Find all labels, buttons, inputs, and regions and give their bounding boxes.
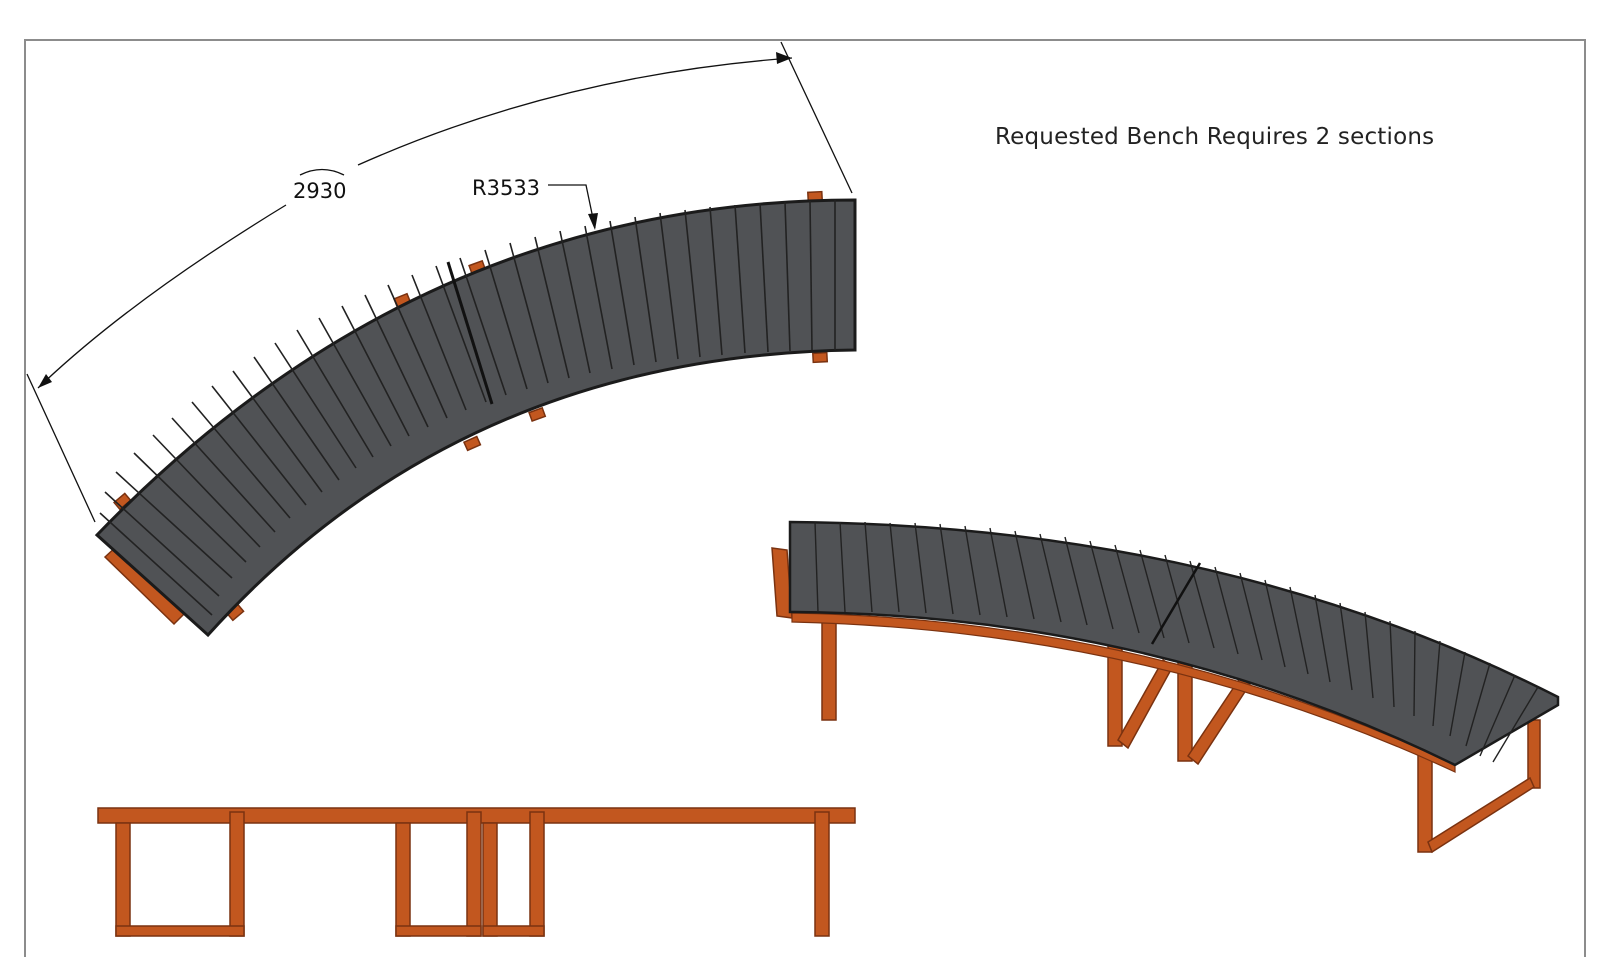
front-view	[97, 807, 856, 937]
top-view-slats	[99, 200, 836, 616]
dimensions	[26, 41, 853, 523]
iso-seat	[788, 520, 1560, 767]
iso-section-joint	[1150, 562, 1202, 645]
isometric-view	[771, 520, 1560, 854]
iso-legs	[771, 547, 1541, 854]
radius-label: R3533	[472, 176, 540, 200]
arc-length-label: 2930	[293, 179, 346, 203]
iso-slats	[814, 521, 1539, 763]
section-note: Requested Bench Requires 2 sections	[995, 124, 1435, 150]
sheet-border	[24, 39, 1586, 961]
iso-frame-rail	[791, 612, 1456, 773]
top-view-section-joint	[446, 261, 494, 405]
top-view	[94, 190, 857, 638]
dimension-arrows	[38, 52, 792, 388]
